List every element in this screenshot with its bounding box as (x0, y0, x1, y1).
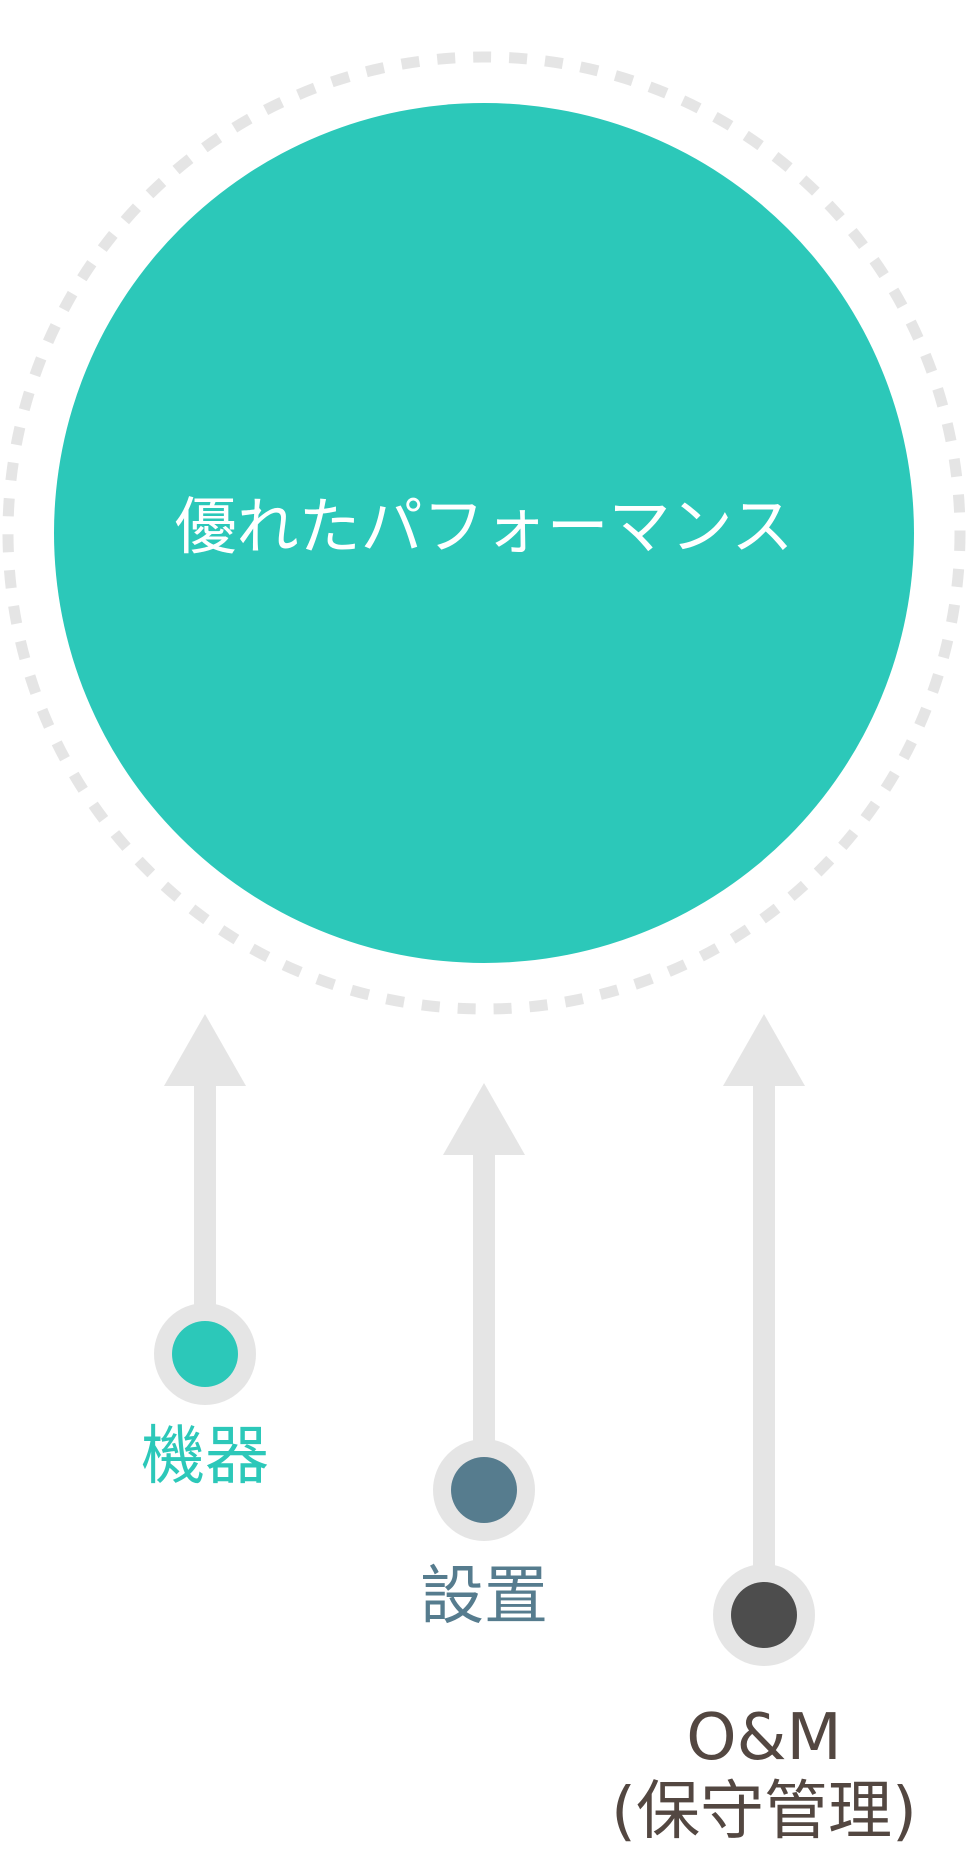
label-om: O&M (686, 1701, 842, 1775)
dot-om (731, 1582, 797, 1648)
center-label: 優れたパフォーマンス (174, 490, 794, 563)
label-om-sub: (保守管理) (611, 1775, 917, 1849)
label-installation: 設置 (420, 1560, 548, 1634)
arrow-equipment (154, 1014, 256, 1405)
dot-equipment (172, 1321, 238, 1387)
label-equipment: 機器 (141, 1420, 269, 1494)
dashed-ring (2, 51, 966, 1015)
arrow-installation (433, 1083, 535, 1541)
arrow-om (713, 1014, 815, 1666)
center-circle (54, 103, 914, 963)
dot-installation (451, 1457, 517, 1523)
